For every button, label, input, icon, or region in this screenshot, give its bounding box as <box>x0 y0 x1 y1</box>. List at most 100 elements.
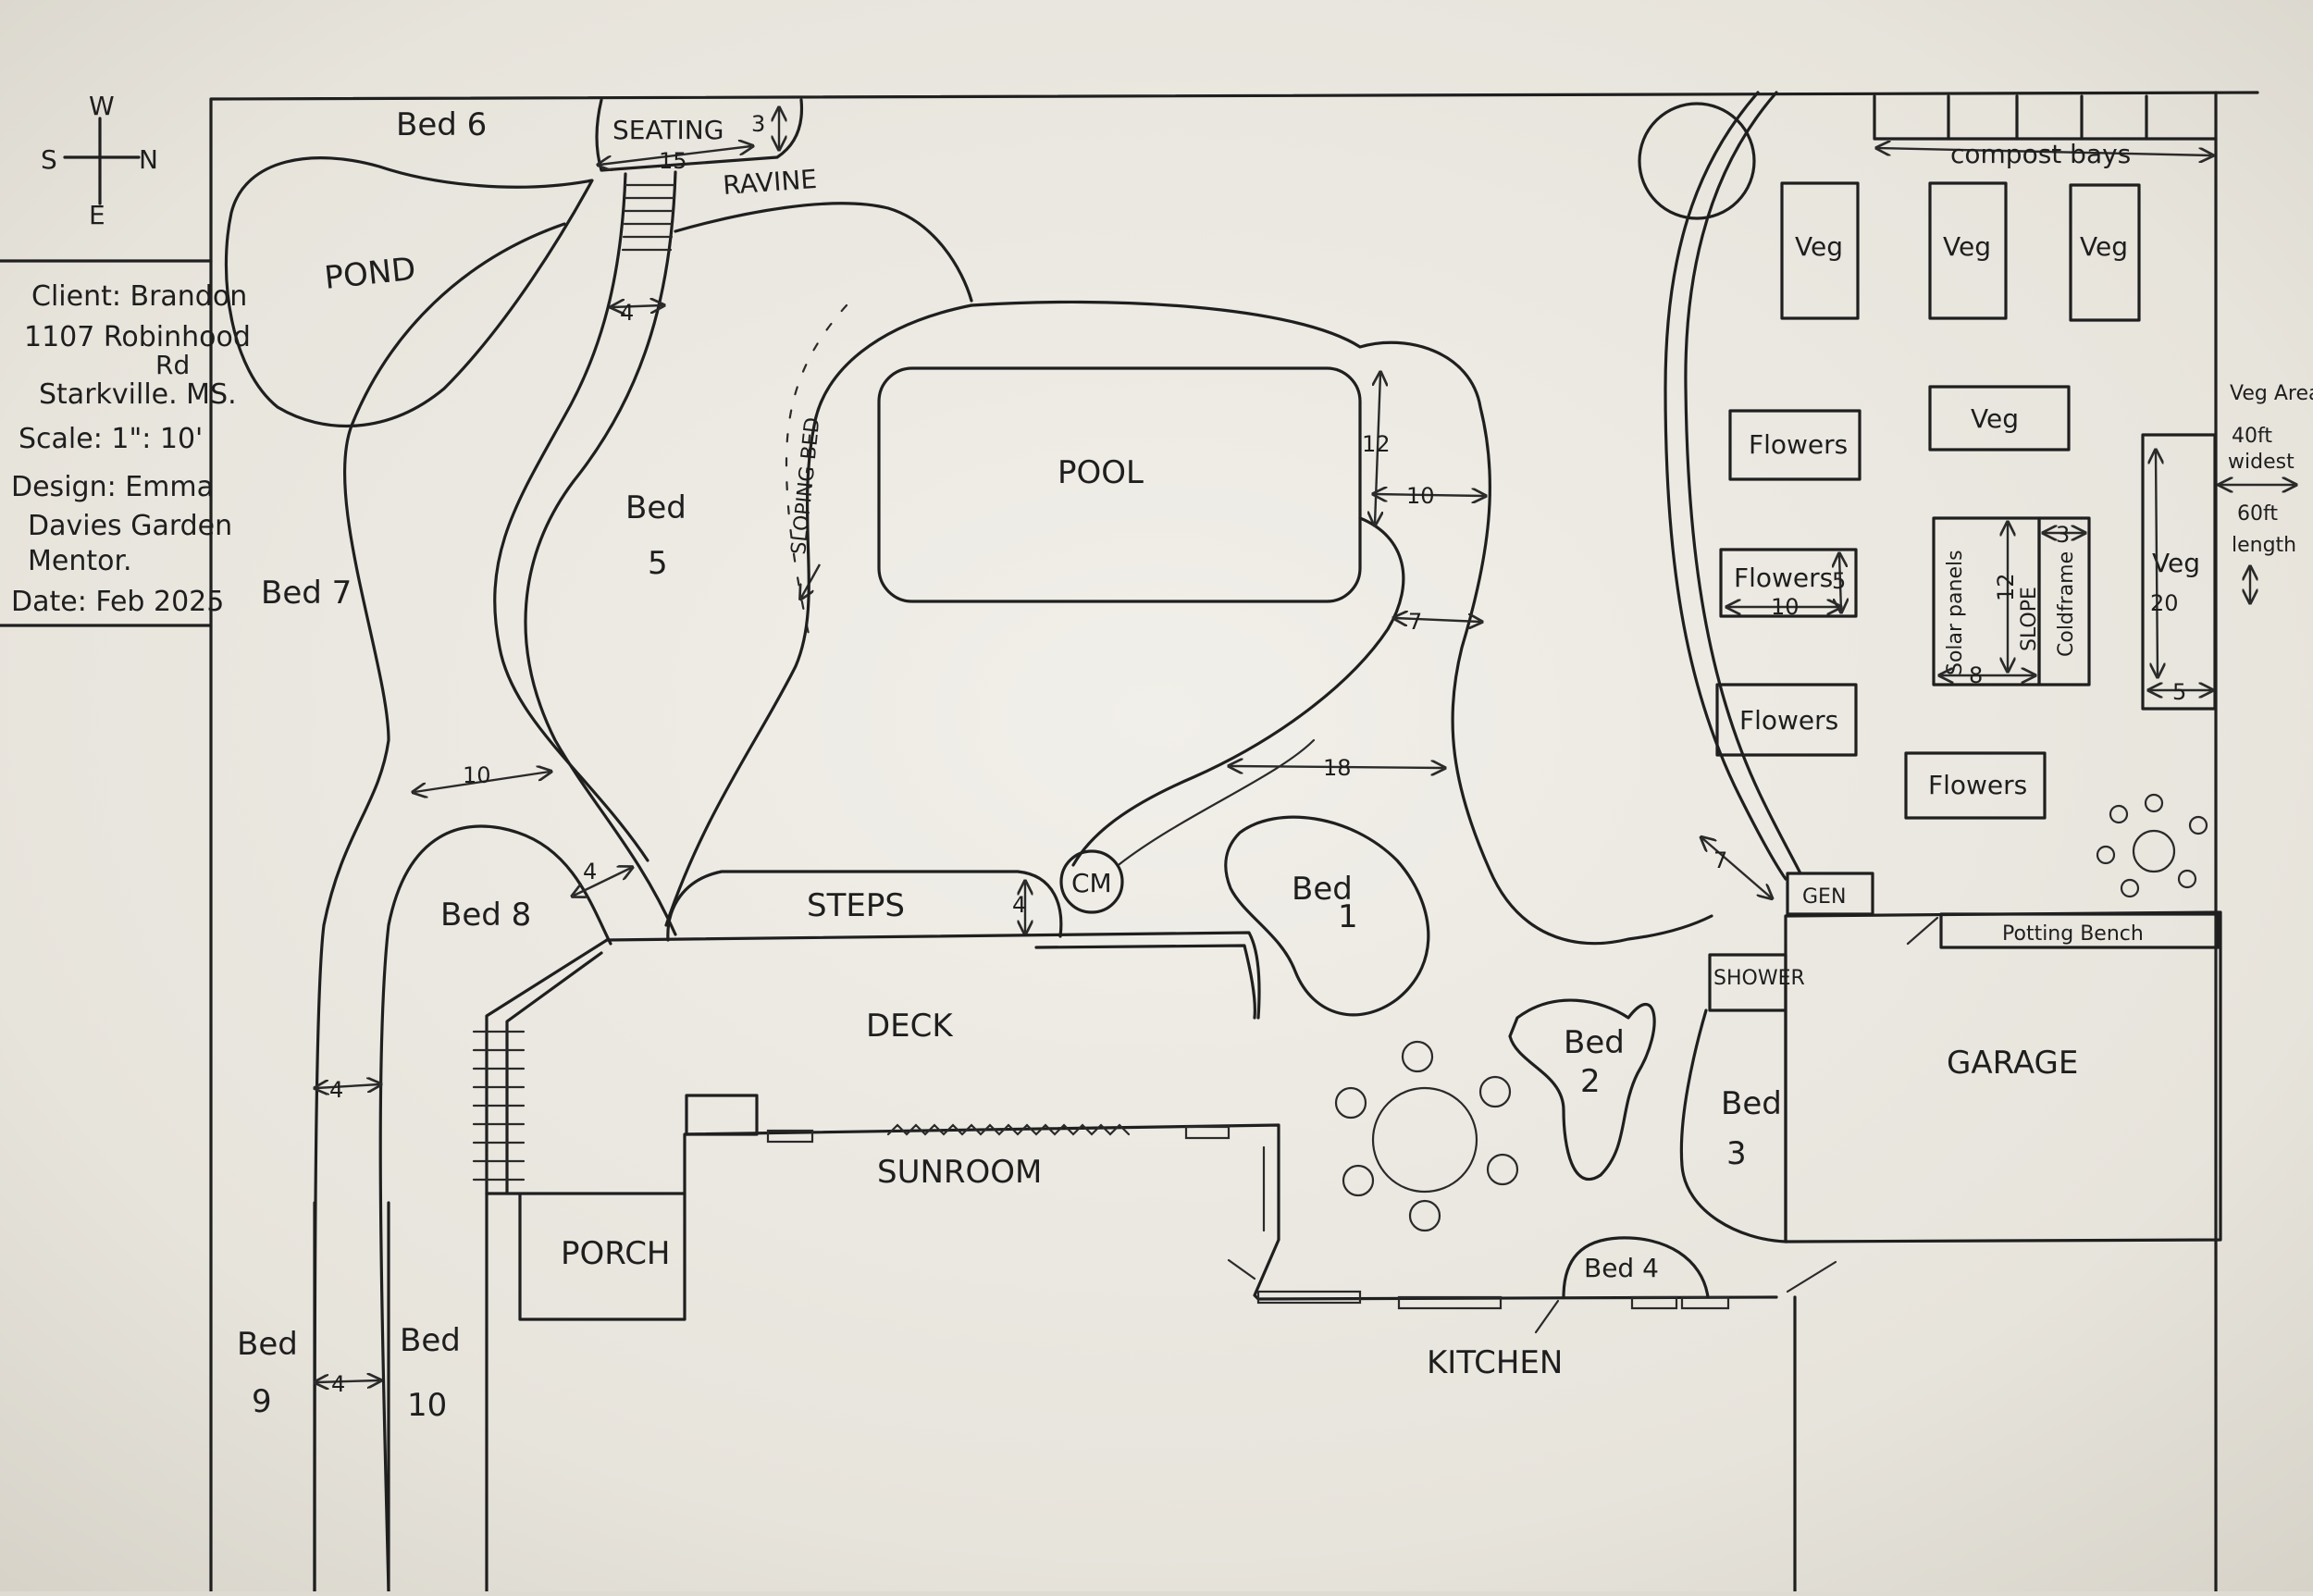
info-design-3: Mentor. <box>28 545 132 577</box>
kitchen-door-swing <box>1227 1258 1256 1281</box>
label-bed10-a: Bed <box>400 1322 461 1359</box>
label-flowers-4: Flowers <box>1928 770 2027 800</box>
dim-path-10-arrow <box>414 772 550 792</box>
generator <box>1786 872 1874 916</box>
bed-3 <box>1679 1008 1787 1243</box>
label-flowers-2: Flowers <box>1734 563 1833 593</box>
patio-table <box>1371 1086 1478 1194</box>
pond <box>224 156 594 427</box>
dim-path-7: 7 <box>1408 609 1422 635</box>
label-bed2-a: Bed <box>1564 1024 1625 1061</box>
dim-path-18: 18 <box>1323 755 1352 781</box>
flower-bed-2 <box>1719 548 1858 618</box>
sunroom-windows-zigzag <box>886 1123 1131 1136</box>
label-bed1-a: Bed <box>1292 871 1353 908</box>
info-design-1: Design: Emma <box>11 471 214 503</box>
compost-bays-arrow <box>1878 148 2211 155</box>
steps <box>666 870 1063 942</box>
dim-path-18-arrow <box>1231 766 1443 768</box>
label-veg-area-3: widest <box>2228 451 2294 474</box>
patio-chair-1 <box>1401 1040 1434 1073</box>
dim-seating-length: 15 <box>659 148 687 174</box>
kitchen-window-4 <box>1680 1295 1730 1310</box>
deck-right-edge <box>1034 944 1256 1020</box>
path-left-edge <box>493 172 649 862</box>
label-veg-area-5: length <box>2232 534 2296 557</box>
label-bed9-a: Bed <box>237 1326 298 1363</box>
label-bed1-b: 1 <box>1338 898 1358 935</box>
flower-bed-4 <box>1904 751 2047 820</box>
compass-south: S <box>41 144 57 175</box>
kitchen-window-2 <box>1397 1295 1503 1310</box>
info-date: Date: Feb 2025 <box>11 586 224 618</box>
label-slope: SLOPE <box>2018 587 2041 651</box>
compass-east: E <box>89 200 105 230</box>
dim-seating-width: 3 <box>751 111 765 137</box>
veg-bed-4 <box>1928 385 2071 452</box>
label-bed5-a: Bed <box>625 489 686 526</box>
potting-bench-door <box>1906 916 1939 946</box>
label-flowers-1: Flowers <box>1749 429 1848 460</box>
kitchen-window-1 <box>1256 1290 1362 1305</box>
info-client: Client: Brandon <box>31 280 247 313</box>
veg-area-chair-2 <box>2188 815 2208 835</box>
patio-chair-3 <box>1486 1153 1519 1186</box>
patio-chair-2 <box>1478 1075 1512 1108</box>
dim-seating-length-arrow <box>600 146 751 165</box>
label-bed3-a: Bed <box>1721 1085 1782 1122</box>
label-bed3-b: 3 <box>1726 1135 1747 1172</box>
bed-4 <box>1562 1236 1710 1299</box>
deck-edge-inner <box>505 951 603 1195</box>
veg-area-fence-outer <box>1664 91 1787 881</box>
compass-rose: W E S N <box>41 91 158 230</box>
ravine-edge <box>674 202 973 303</box>
deck-stairs <box>472 1030 526 1182</box>
label-solar-panels: Solar panels <box>1944 550 1967 675</box>
deck-outline <box>605 931 1261 1020</box>
coldframe <box>2037 516 2091 687</box>
property-boundary <box>209 91 2259 1593</box>
patio-chair-6 <box>1334 1086 1367 1120</box>
pool-surround-left <box>664 303 973 927</box>
label-gen: GEN <box>1802 885 1846 909</box>
label-bed8: Bed 8 <box>440 897 531 934</box>
label-bed10-b: 10 <box>407 1387 447 1424</box>
cm-line <box>1118 738 1316 866</box>
sunroom-window-2 <box>1184 1125 1231 1140</box>
bed-1 <box>1224 815 1430 1017</box>
info-block: Client: Brandon 1107 Robinhood Rd Starkv… <box>11 280 251 618</box>
label-seating: SEATING <box>612 115 724 145</box>
cm-circle <box>1059 849 1124 914</box>
label-bed7: Bed 7 <box>261 575 352 612</box>
dim-path-top-arrow <box>612 305 662 307</box>
sunroom-window-1 <box>766 1129 814 1144</box>
label-potting-bench: Potting Bench <box>2002 922 2144 946</box>
veg-bed-3 <box>2069 183 2141 322</box>
sunroom-bay <box>685 1094 759 1136</box>
info-design-2: Davies Garden <box>28 510 232 542</box>
dim-veg-5: 5 <box>2172 679 2186 705</box>
sloping-bed <box>785 303 848 640</box>
label-compost-bays: compost bays <box>1950 139 2131 169</box>
garage-door-swing <box>1786 1260 1837 1293</box>
label-veg-1: Veg <box>1795 231 1843 262</box>
label-veg-3: Veg <box>2080 231 2128 262</box>
label-veg-area-1: Veg Area <box>2230 382 2313 405</box>
compost-bays <box>1873 94 2218 141</box>
dim-cold-3: 3 <box>2056 522 2070 548</box>
dim-pool-10-arrow <box>1375 494 1484 496</box>
dim-path-4a-arrow <box>574 868 631 896</box>
label-veg-2: Veg <box>1943 231 1991 262</box>
path-right-edge <box>524 170 677 936</box>
kitchen-window-3 <box>1630 1295 1678 1310</box>
path-steps <box>621 183 675 252</box>
dim-path-4b: 4 <box>329 1077 343 1103</box>
dim-path-4b-arrow <box>316 1084 379 1088</box>
dim-solar-12: 12 <box>1993 573 2019 601</box>
dim-veg-20-arrow <box>2156 452 2158 675</box>
label-bed9-b: 9 <box>252 1383 272 1420</box>
dim-path-10: 10 <box>463 762 491 788</box>
dim-path-4c: 4 <box>331 1371 345 1397</box>
dim-flowers-10: 10 <box>1771 594 1800 620</box>
